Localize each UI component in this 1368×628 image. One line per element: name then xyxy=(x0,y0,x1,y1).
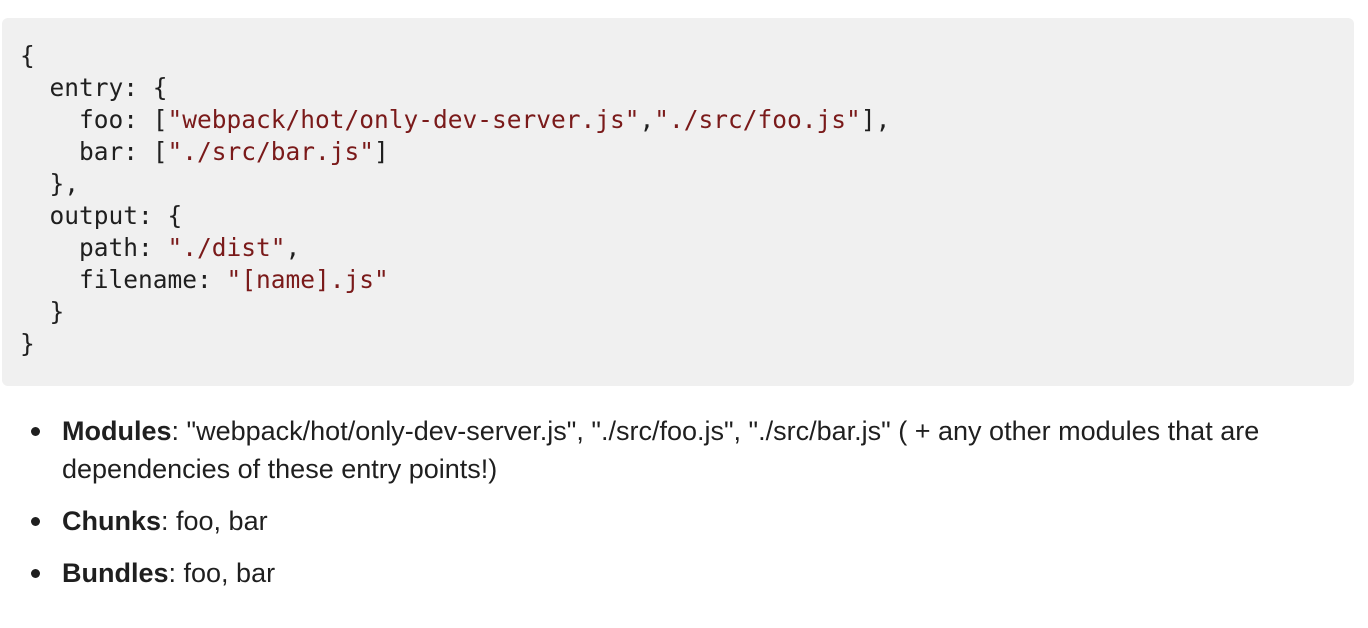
code-token: } xyxy=(20,297,65,326)
code-token: ] xyxy=(374,137,389,166)
code-token: ], xyxy=(860,105,891,134)
code-line: } xyxy=(20,296,890,328)
code-block: { entry: { foo: ["webpack/hot/only-dev-s… xyxy=(2,18,1354,386)
bullet-icon xyxy=(31,427,40,436)
code-token: }, xyxy=(20,169,80,198)
code-line: entry: { xyxy=(20,72,890,104)
list-item-text: : "webpack/hot/only-dev-server.js", "./s… xyxy=(62,416,1260,484)
code-token: bar: [ xyxy=(20,137,168,166)
bullet-icon xyxy=(31,569,40,578)
code-line: } xyxy=(20,328,890,360)
code-string-token: "./src/bar.js" xyxy=(167,137,375,166)
code-token: } xyxy=(20,329,35,358)
code-token: foo: [ xyxy=(20,105,168,134)
code-line: }, xyxy=(20,168,890,200)
code-line: output: { xyxy=(20,200,890,232)
code-token: output: { xyxy=(20,201,183,230)
list-item-chunks: Chunks: foo, bar xyxy=(0,502,1368,540)
list-item-term: Bundles xyxy=(62,558,169,588)
list-item-text: : foo, bar xyxy=(168,558,276,588)
code-line: path: "./dist", xyxy=(20,232,890,264)
code-token: filename: xyxy=(20,265,227,294)
code-string-token: "[name].js" xyxy=(226,265,389,294)
code-line: filename: "[name].js" xyxy=(20,264,890,296)
bullet-list: Modules: "webpack/hot/only-dev-server.js… xyxy=(0,412,1368,592)
list-item-term: Chunks xyxy=(62,506,162,536)
code-token: , xyxy=(639,105,655,134)
list-item-term: Modules xyxy=(62,416,172,446)
code-token: entry: { xyxy=(20,73,168,102)
bullet-icon xyxy=(31,517,40,526)
list-item-modules: Modules: "webpack/hot/only-dev-server.js… xyxy=(0,412,1368,488)
code-line: bar: ["./src/bar.js"] xyxy=(20,136,890,168)
code-lines: { entry: { foo: ["webpack/hot/only-dev-s… xyxy=(20,40,890,360)
list-item-text: : foo, bar xyxy=(161,506,268,536)
code-line: foo: ["webpack/hot/only-dev-server.js","… xyxy=(20,104,890,136)
code-string-token: "./src/foo.js" xyxy=(654,105,861,134)
list-item-bundles: Bundles: foo, bar xyxy=(0,554,1368,592)
code-token: { xyxy=(20,41,35,70)
code-line: { xyxy=(20,40,890,72)
code-token: path: xyxy=(20,233,168,262)
code-string-token: "webpack/hot/only-dev-server.js" xyxy=(167,105,640,134)
code-token: , xyxy=(285,233,301,262)
code-string-token: "./dist" xyxy=(167,233,286,262)
